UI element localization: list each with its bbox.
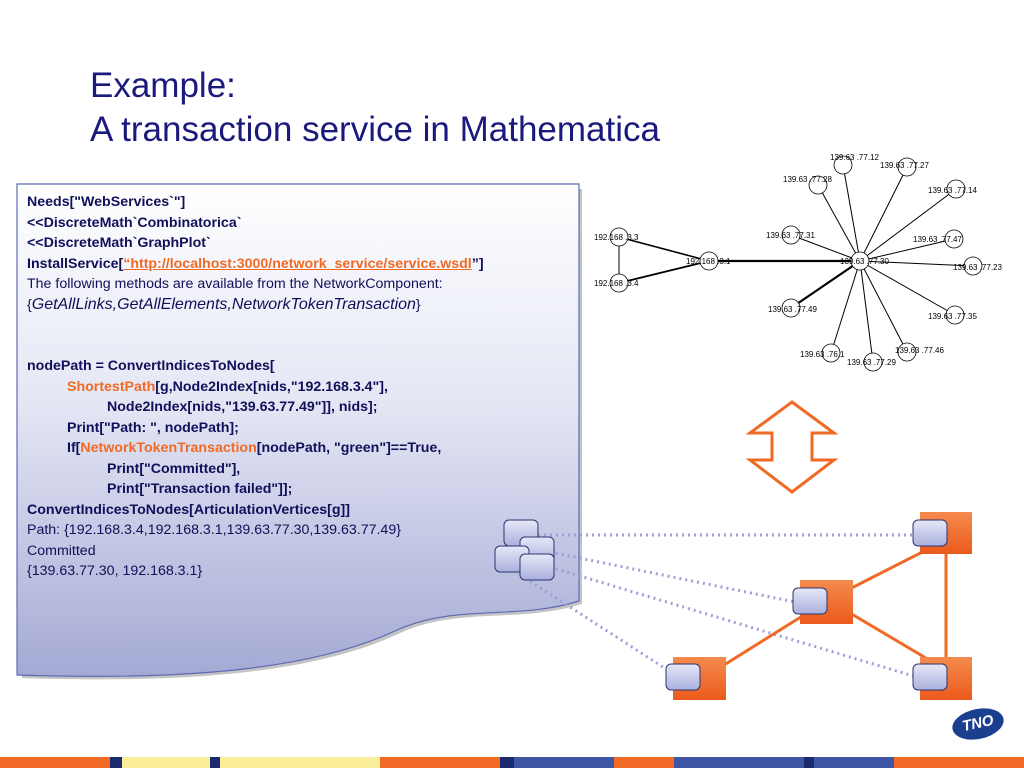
code-line: <<DiscreteMath`GraphPlot` [27, 235, 211, 251]
title-line-1: Example: [90, 66, 236, 105]
install-service-close: ”] [471, 255, 484, 272]
shortest-path-args: [g,Node2Index[nids,"192.168.3.4"], [155, 378, 388, 395]
bar-segment [804, 757, 814, 768]
network-node-top-right [912, 512, 972, 554]
graph-node [963, 256, 983, 276]
shortest-path-fn: ShortestPath [67, 378, 156, 395]
graph-node [944, 229, 964, 249]
code-line: Print["Path: ", nodePath]; [67, 419, 239, 436]
graph-node [945, 305, 965, 325]
code-line: <<DiscreteMath`Combinatorica` [27, 214, 242, 231]
code-panel: Needs["WebServices`"] <<DiscreteMath`Com… [15, 183, 583, 680]
code-line: nodePath = ConvertIndicesToNodes[ [27, 358, 275, 374]
token-transaction-args: [nodePath, "green"]==True, [256, 440, 442, 456]
output-line: {139.63.77.30, 192.168.3.1} [27, 563, 203, 579]
node-cluster-icon [494, 519, 555, 581]
code-line: InstallService[“http://localhost:3000/ne… [27, 254, 484, 275]
graph-node [863, 352, 883, 372]
code-line: ConvertIndicesToNodes[ArticulationVertic… [27, 501, 350, 518]
graph-node-label: 139.63 .77.49 [768, 305, 817, 314]
code-line: Needs["WebServices`"] [27, 194, 186, 210]
brace-close: } [415, 296, 421, 313]
bar-segment [0, 757, 110, 768]
graph-node [833, 155, 853, 175]
graph-node-label: 192.168 .3.1 [686, 257, 731, 266]
bar-segment [674, 757, 804, 768]
graph-node [781, 298, 801, 318]
code-line: Node2Index[nids,"139.63.77.49"]], nids]; [107, 399, 378, 415]
graph-node [897, 157, 917, 177]
brace-open: { [27, 296, 32, 313]
bar-segment [122, 757, 210, 768]
graph-node [781, 225, 801, 245]
graph-node-label: 139.63 .77.29 [847, 358, 896, 367]
graph-node [609, 227, 629, 247]
code-line: Print["Committed"], [107, 460, 241, 477]
graph-node-label: 139.63 .77.46 [895, 346, 944, 355]
title-line-2: A transaction service in Mathematica [90, 110, 660, 149]
graph-node-label: 139.63 .77.35 [928, 312, 977, 321]
bar-segment [220, 757, 380, 768]
network-node-bottom-right [912, 657, 972, 700]
install-service-call: InstallService[ [27, 255, 124, 272]
graph-node-label: 139.63 .77.28 [783, 175, 832, 184]
graph-node [609, 273, 629, 293]
output-line: Committed [27, 542, 96, 559]
service-wsdl-link[interactable]: “http://localhost:3000/network_service/s… [123, 255, 472, 272]
double-arrow-icon [745, 400, 839, 494]
bottom-color-bar [0, 757, 1024, 768]
code-line: {GetAllLinks,GetAllElements,NetworkToken… [27, 295, 484, 316]
graph-node-label: 139.63 .77.14 [928, 186, 977, 195]
graph-node-label: 139.63 .77.31 [766, 231, 815, 240]
graph-node [897, 342, 917, 362]
bar-segment [110, 757, 122, 768]
method-list: GetAllLinks,GetAllElements,NetworkTokenT… [31, 295, 416, 313]
network-graph: 139.63 .77.12 139.63 .77.27 139.63 .77.2… [590, 148, 1024, 378]
bar-segment [514, 757, 614, 768]
code-line: If[NetworkTokenTransaction[nodePath, "gr… [27, 438, 484, 459]
code-line: The following methods are available from… [27, 276, 443, 292]
graph-node-label: 139.63 .77.23 [953, 263, 1002, 272]
if-keyword: If[ [67, 440, 81, 456]
code-line: Print["Transaction failed"]]; [107, 481, 293, 497]
graph-node [850, 251, 870, 271]
code-panel-shape [16, 183, 582, 680]
code-line: ShortestPath[g,Node2Index[nids,"192.168.… [27, 377, 484, 398]
slide-title: Example: A transaction service in Mathem… [90, 64, 660, 152]
graph-node [808, 175, 828, 195]
bar-segment [814, 757, 894, 768]
bar-segment [210, 757, 220, 768]
graph-node [821, 343, 841, 363]
graph-node-label: 192.168 .3.4 [594, 279, 639, 288]
bar-segment [614, 757, 674, 768]
dotted-mapping-links [524, 533, 921, 680]
code-listing: Needs["WebServices`"] <<DiscreteMath`Com… [27, 192, 484, 582]
graph-node-label: 139.63 .77.30 [840, 257, 889, 266]
graph-node-label: 139.63 .77.27 [880, 161, 929, 170]
token-transaction-fn: NetworkTokenTransaction [80, 440, 257, 456]
bar-segment [380, 757, 500, 768]
graph-node-label: 192.168 .3.3 [594, 233, 639, 242]
graph-node-label: 139.63 .76.1 [800, 350, 845, 359]
network-node-bottom-left [665, 657, 726, 700]
graph-node [946, 179, 966, 199]
graph-node [699, 251, 719, 271]
output-line: Path: {192.168.3.4,192.168.3.1,139.63.77… [27, 522, 401, 538]
graph-node-label: 139.63 .77.12 [830, 153, 879, 162]
graph-node-label: 139.63 .77.47 [913, 235, 962, 244]
bar-segment [500, 757, 514, 768]
graph-edges [609, 155, 983, 372]
bar-segment [894, 757, 1024, 768]
network-node-center [792, 580, 853, 624]
